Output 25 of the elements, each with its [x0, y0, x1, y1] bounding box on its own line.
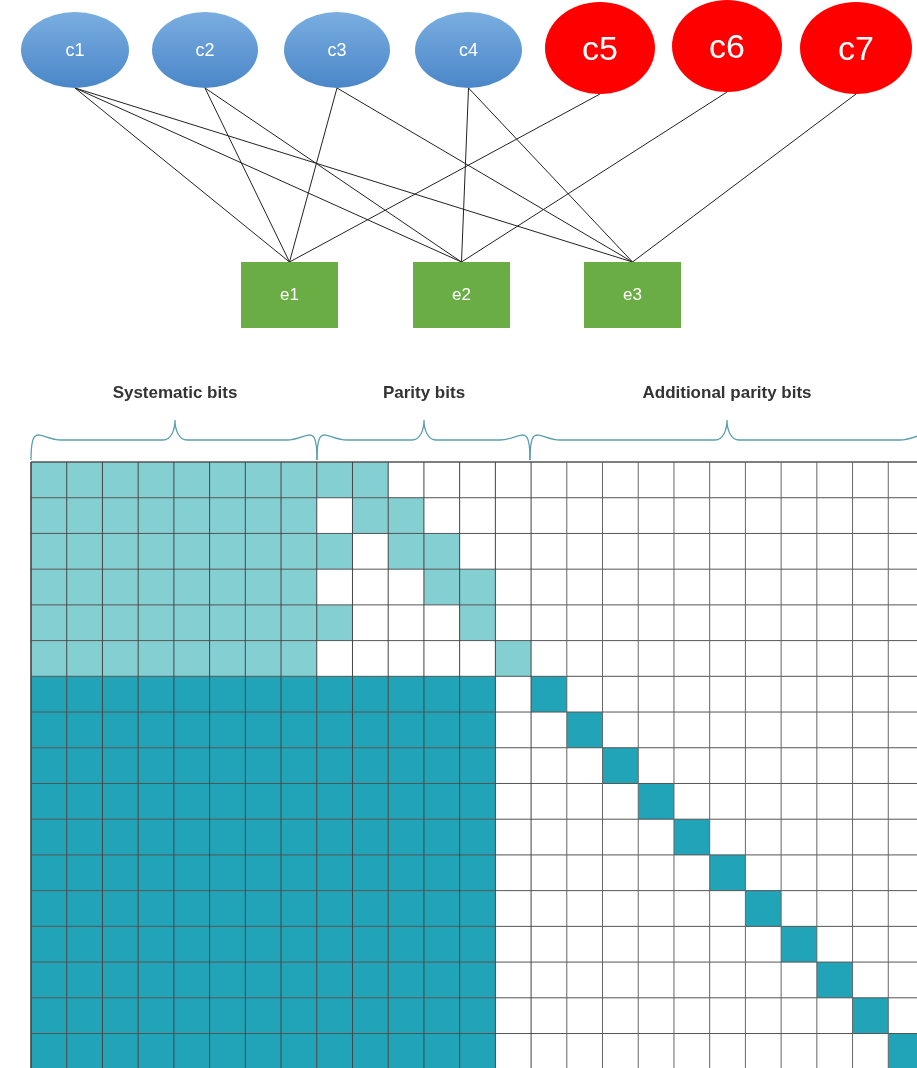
connector-line [461, 87, 469, 263]
connector-line [74, 87, 633, 263]
ellipse-node: c7 [800, 2, 912, 94]
connector-line [204, 87, 462, 263]
connector-line [289, 93, 601, 263]
section-label: Systematic bits [112, 382, 238, 404]
connector-line [336, 87, 633, 263]
section-label: Additional parity bits [642, 382, 812, 404]
connector-line [289, 87, 338, 263]
box-node: e1 [241, 262, 338, 328]
connector-line [74, 87, 290, 263]
ellipse-node: c1 [21, 12, 129, 88]
connector-line [461, 91, 728, 263]
connector-line [632, 93, 857, 263]
connector-line [204, 87, 290, 263]
section-label: Parity bits [382, 382, 466, 404]
ellipse-node: c3 [284, 12, 390, 88]
box-node: e3 [584, 262, 681, 328]
connector-line [74, 87, 462, 263]
box-node: e2 [413, 262, 510, 328]
ellipse-node: c4 [415, 12, 522, 88]
connector-line [468, 87, 633, 263]
ellipse-node: c6 [672, 0, 782, 92]
ellipse-node: c2 [152, 12, 258, 88]
ellipse-node: c5 [545, 2, 655, 94]
